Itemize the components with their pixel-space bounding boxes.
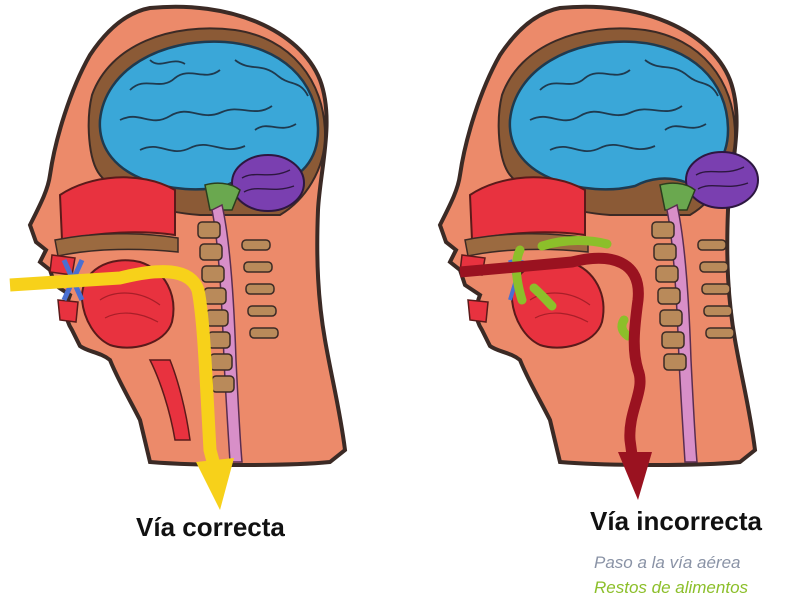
legend-airway-passage: Paso a la vía aérea: [594, 553, 740, 573]
nasal-cavity: [470, 177, 585, 240]
correct-path-arrowhead: [196, 458, 234, 510]
caption-correct: Vía correcta: [136, 512, 285, 543]
tongue: [512, 260, 604, 347]
cerebellum: [232, 155, 304, 211]
caption-incorrect: Vía incorrecta: [590, 506, 762, 537]
nasal-cavity: [60, 177, 175, 240]
correct-path-figure: Vía correcta: [0, 0, 402, 602]
legend-food-residue: Restos de alimentos: [594, 578, 748, 598]
incorrect-path-arrowhead: [618, 452, 652, 500]
cerebellum: [686, 152, 758, 208]
